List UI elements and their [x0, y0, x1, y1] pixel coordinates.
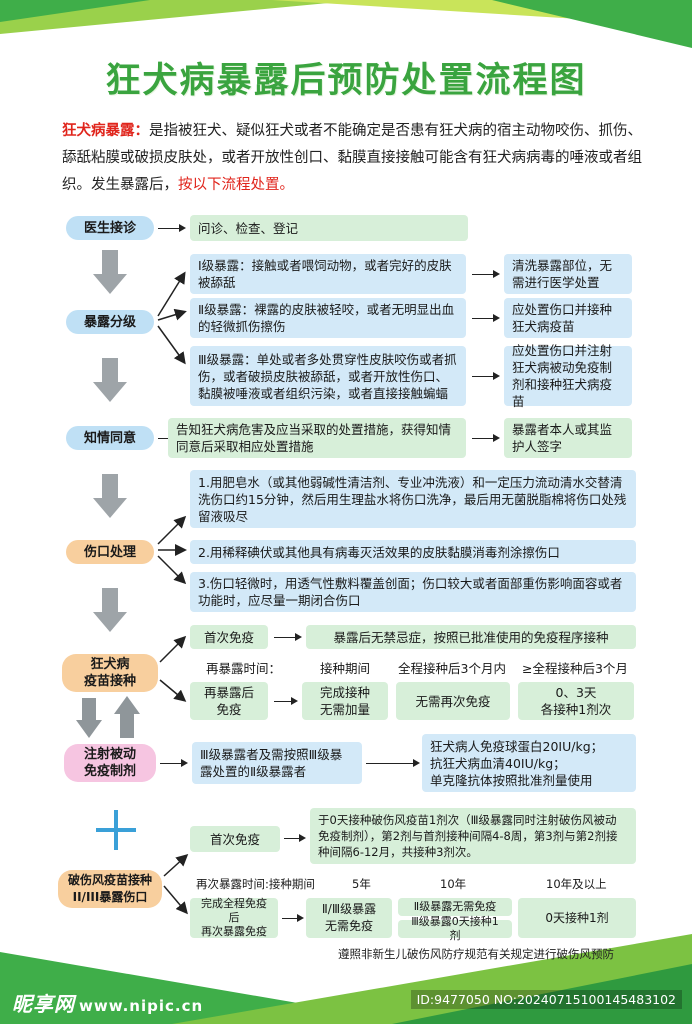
branch-arrows [163, 853, 189, 915]
rabies-cell-3: 0、3天 各接种1剂次 [518, 682, 634, 720]
node-passive: 注射被动 免疫制剂 [64, 744, 156, 782]
rabies-first-label: 首次免疫 [190, 625, 268, 649]
down-arrow-icon [93, 250, 127, 294]
tetanus-cell-10y-a: Ⅱ级暴露无需免疫 [398, 898, 512, 916]
tetanus-header-1: 5年 [352, 877, 371, 891]
rabies-header-3: ≥全程接种后3个月 [522, 661, 628, 676]
footnote: 遵照非新生儿破伤风防疗规范有关规定进行破伤风预防 [338, 947, 614, 961]
tetanus-cell-10y-b: Ⅲ级暴露0天接种1剂 [398, 915, 512, 942]
arrow [472, 434, 500, 442]
intro-paragraph: 狂犬病暴露：是指被狂犬、疑似狂犬或者不能确定是否患有狂犬病的宿主动物咬伤、抓伤、… [62, 118, 652, 199]
down-arrow-icon [93, 358, 127, 402]
rabies-re-time-label: 再暴露时间： [206, 661, 282, 676]
passive-desc: Ⅲ级暴露者及需按照Ⅲ级暴露处置的Ⅱ级暴露者 [192, 742, 362, 784]
consent-desc: 告知狂犬病危害及应当采取的处置措施，获得知情同意后采取相应处置措施 [168, 418, 466, 458]
rabies-re-label: 再暴露后 免疫 [190, 682, 268, 720]
tetanus-first-label: 首次免疫 [190, 826, 280, 852]
rabies-first-desc: 暴露后无禁忌症，按照已批准使用的免疫程序接种 [306, 625, 636, 649]
rabies-cell-1: 完成接种 无需加量 [302, 682, 388, 720]
arrow [160, 759, 188, 767]
wound-step-1: 1.用肥皂水（或其他弱碱性清洁剂、专业冲洗液）和一定压力流动清水交替清洗伤口约1… [190, 470, 636, 528]
grade1-desc: Ⅰ级暴露：接触或者喂饲动物，或者完好的皮肤被舔舐 [190, 254, 466, 294]
tetanus-re-time-label: 再次暴露时间:接种期间 [196, 877, 315, 891]
arrow [472, 372, 500, 380]
intro-term: 狂犬病暴露： [62, 123, 149, 139]
rabies-cell-2: 无需再次免疫 [396, 682, 510, 720]
intro-action: 按以下流程处置。 [178, 177, 294, 193]
page-title: 狂犬病暴露后预防处置流程图 [105, 61, 587, 101]
arrow [472, 314, 500, 322]
passive-products: 狂犬病人免疫球蛋白20IU/kg； 抗狂犬病血清40IU/kg； 单克隆抗体按照… [422, 734, 636, 792]
doctor-step-box: 问诊、检查、登记 [190, 215, 468, 241]
branch-arrows [157, 271, 187, 365]
wound-step-3: 3.伤口轻微时，用透气性敷料覆盖创面；伤口较大或者面部重伤影响面容或者功能时，应… [190, 572, 636, 612]
grade3-desc: Ⅲ级暴露：单处或者多处贯穿性皮肤咬伤或者抓伤，或者破损皮肤被舔舐，或者开放性伤口… [190, 346, 466, 406]
tetanus-cell-5y: Ⅱ/Ⅲ级暴露 无需免疫 [306, 898, 392, 938]
tetanus-first-desc: 于0天接种破伤风疫苗1剂次（Ⅲ级暴露同时注射破伤风被动免疫制剂），第2剂与首剂接… [310, 808, 636, 864]
node-wound: 伤口处理 [66, 540, 154, 564]
node-grading: 暴露分级 [66, 310, 154, 334]
node-consent: 知情同意 [66, 426, 154, 450]
tetanus-cell-10plus: 0天接种1剂 [518, 898, 636, 938]
arrow [282, 914, 304, 922]
arrow [158, 224, 186, 232]
branch-arrows [159, 635, 187, 702]
node-tetanus: 破伤风疫苗接种 II/III暴露伤口 [58, 870, 162, 908]
arrow [284, 834, 306, 842]
wound-step-2: 2.用稀释碘伏或其他具有病毒灭活效果的皮肤黏膜消毒剂涂擦伤口 [190, 540, 636, 564]
arrow [274, 633, 302, 641]
intro-body: 是指被狂犬、疑似狂犬或者不能确定是否患有狂犬病的宿主动物咬伤、抓伤、舔舐粘膜或破… [62, 123, 642, 193]
arrow [472, 270, 500, 278]
node-doctor: 医生接诊 [66, 216, 154, 240]
image-id-label: ID:9477050 NO:20240715100145483102 [410, 990, 682, 1009]
tetanus-header-3: 10年及以上 [546, 877, 607, 891]
tetanus-re-label: 完成全程免疫后 再次暴露免疫 [190, 897, 278, 938]
watermark-url: www.nipic.cn [79, 997, 204, 1015]
top-left-decoration-dark [0, 0, 150, 22]
rabies-header-2: 全程接种后3个月内 [398, 661, 506, 676]
consent-action: 暴露者本人或其监护人签字 [504, 418, 632, 458]
bottom-right-decoration-dark [392, 964, 692, 1024]
grade2-desc: Ⅱ级暴露：裸露的皮肤被轻咬，或者无明显出血的轻微抓伤擦伤 [190, 298, 466, 338]
arrow [366, 759, 420, 767]
grade1-action: 清洗暴露部位，无需进行医学处置 [504, 254, 632, 294]
tetanus-header-2: 10年 [440, 877, 467, 891]
grade3-action: 应处置伤口并注射狂犬病被动免疫制剂和接种狂犬病疫苗 [504, 343, 632, 409]
plus-icon [96, 810, 136, 850]
top-right-decoration-dark [492, 0, 692, 48]
down-arrow-icon [93, 474, 127, 518]
branch-arrows [157, 515, 187, 585]
node-rabies-vaccine: 狂犬病 疫苗接种 [62, 654, 158, 692]
down-arrow-icon [93, 588, 127, 632]
arrow [274, 697, 298, 705]
grade2-action: 应处置伤口并接种狂犬病疫苗 [504, 298, 632, 338]
watermark-brand: 昵享网 [12, 992, 75, 1016]
rabies-header-1: 接种期间 [320, 661, 371, 676]
bidirectional-arrows-icon [76, 696, 140, 738]
